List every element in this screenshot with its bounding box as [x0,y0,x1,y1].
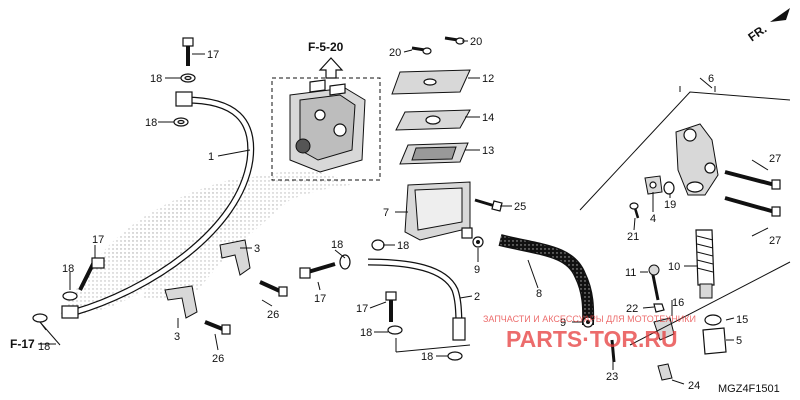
callout-9-upper: 9 [474,264,480,276]
diagram-code: MGZ4F1501 [718,383,780,395]
ref-f520: F-5-20 [308,40,344,54]
callout-22: 22 [626,303,638,315]
callout-27-lower: 27 [769,235,781,247]
abs-modulator [271,77,381,181]
front-direction-arrow: FR. [745,8,790,44]
callout-2: 2 [474,291,480,303]
callout-4: 4 [650,213,656,225]
bracket-3-lower [164,285,198,319]
screw-20-left [411,46,432,55]
boot-5 [702,327,727,355]
bracket-3-upper [219,239,251,276]
callout-18-c: 18 [62,263,74,275]
ref-arrow-f520 [318,57,344,79]
watermark: ЗАПЧАСТИ И АКСЕССУАРЫ ДЛЯ МОТОТЕХНИКИ PA… [483,314,696,352]
front-label: FR. [745,22,769,45]
callout-18-d: 18 [38,341,50,353]
cotter-24 [657,363,673,381]
callout-21: 21 [627,231,639,243]
callout-3-upper: 3 [254,243,260,255]
callout-27-upper: 27 [769,153,781,165]
clip-9-upper [472,236,484,248]
assembly-frame-lines [579,91,791,346]
callout-12: 12 [482,73,494,85]
ref-f17: F-17 [10,337,35,351]
callout-3-lower: 3 [174,331,180,343]
callout-8: 8 [536,288,542,300]
bolt-17-left [78,257,105,291]
washer-18-a [180,73,196,83]
washer-18-g [387,325,403,335]
callout-labels: 17 18 18 1 20 20 12 14 13 7 25 9 8 18 17… [38,36,781,392]
watermark-tagline: ЗАПЧАСТИ И АКСЕССУАРЫ ДЛЯ МОТОТЕХНИКИ [483,314,696,324]
callout-18-a: 18 [150,73,162,85]
washer-18-h [447,351,463,361]
oring-19 [663,181,675,195]
callout-20-left: 20 [389,47,401,59]
callout-9-lower: 9 [560,317,566,329]
callout-23: 23 [606,371,618,383]
circlip-15 [704,314,722,326]
callout-19: 19 [664,199,676,211]
watermark-brand: PARTS·TOR.RU [506,326,678,352]
bolt-27-upper [724,170,781,190]
washer-18-e [339,254,351,270]
callout-25: 25 [514,201,526,213]
callout-17-left: 17 [92,234,104,246]
callout-26-lower: 26 [212,353,224,365]
bolt-17-mid [299,262,336,279]
callout-17-top: 17 [207,49,219,61]
leader-lines [39,40,769,385]
nut-22 [653,303,665,313]
callout-10: 10 [668,261,680,273]
bolt-25 [474,198,503,212]
brake-hose-1 [61,91,255,319]
pushrod-11 [648,264,660,301]
callout-24: 24 [688,380,700,392]
callout-18-b: 18 [145,117,157,129]
washer-18-c [62,291,78,301]
callout-1: 1 [208,151,214,163]
reservoir-hose-8 [498,234,595,326]
callout-17-mid: 17 [314,293,326,305]
master-cylinder-6 [675,123,719,196]
boot-16 [653,317,675,341]
callout-5: 5 [736,335,742,347]
callout-18-h: 18 [421,351,433,363]
callout-18-g: 18 [360,327,372,339]
callout-26-upper: 26 [267,309,279,321]
callout-11: 11 [625,267,636,279]
callout-7: 7 [383,207,389,219]
callout-20-right: 20 [470,36,482,48]
callout-17-lower: 17 [356,303,368,315]
screw-21 [629,202,640,219]
piston-set-10 [695,229,715,299]
bolt-26-lower [204,320,231,335]
callout-6: 6 [708,73,714,85]
diaphragm-plate-14 [395,109,471,131]
pin-23 [610,339,616,363]
reservoir-7 [404,181,473,241]
callout-14: 14 [482,112,494,124]
callout-15: 15 [736,314,748,326]
bolt-17-top [182,37,194,66]
diaphragm-13 [399,142,469,165]
callout-18-e: 18 [331,239,343,251]
screw-20-right [444,36,465,45]
callout-13: 13 [482,145,494,157]
bolt-17-lower [385,291,397,322]
washer-18-f [371,239,385,251]
reservoir-cap-12 [391,69,471,95]
bolt-27-lower [724,196,781,217]
joint-4 [644,175,663,195]
callout-18-f: 18 [397,240,409,252]
bolt-26-upper [259,280,288,297]
washer-18-d [32,313,48,323]
washer-18-b [173,117,189,127]
brake-hose-2 [367,258,466,341]
callout-16: 16 [672,297,684,309]
